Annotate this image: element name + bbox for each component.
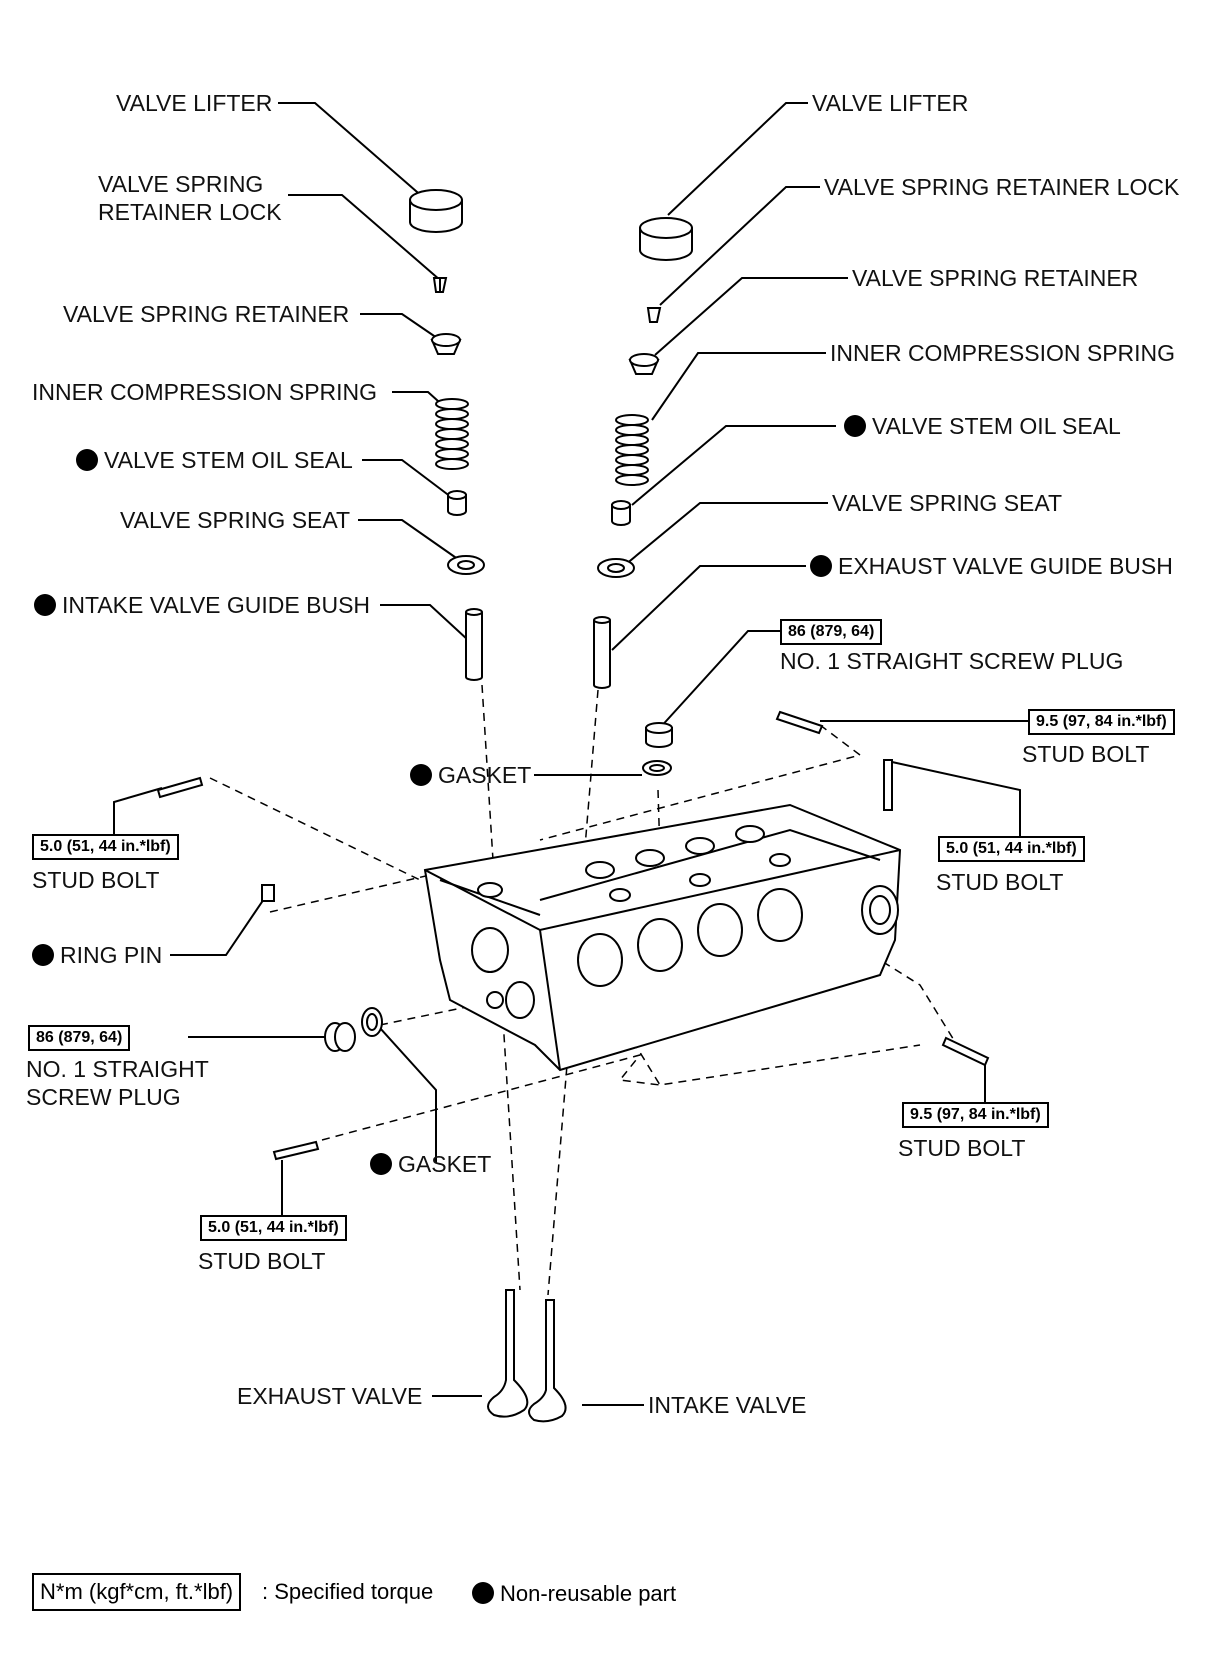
torque-stud-top-right: 9.5 (97, 84 in.*lbf)	[1028, 709, 1175, 735]
label-gasket-top: GASKET	[410, 761, 531, 789]
leader-spring-retainer-l	[360, 313, 441, 341]
label-stud-bottom-right: STUD BOLT	[898, 1135, 1026, 1161]
leader-spring-seat-r	[624, 502, 828, 566]
valve-lifter-right	[639, 217, 693, 261]
legend-torque-box: N*m (kgf*cm, ft.*lbf)	[32, 1573, 242, 1611]
stud-bolt-right	[883, 759, 893, 811]
leader-gasket-bottom	[379, 1027, 437, 1163]
leader-stud-left	[113, 787, 163, 834]
label-stem-seal-right: VALVE STEM OIL SEAL	[844, 412, 1121, 440]
dash-ring-pin	[269, 874, 431, 913]
exhaust-guide-bush	[593, 616, 611, 689]
gasket-left	[361, 1007, 383, 1037]
leader-valve-lifter-l	[278, 102, 433, 206]
label-inner-spring-right: INNER COMPRESSION SPRING	[830, 340, 1176, 366]
dash-stud-bottom-left	[321, 1053, 661, 1141]
leader-plug-top	[657, 630, 780, 731]
spring-retainer-left	[430, 333, 462, 355]
torque-stud-bottom-left: 5.0 (51, 44 in.*lbf)	[200, 1215, 347, 1241]
non-reusable-dot	[32, 944, 54, 966]
label-spring-seat-left: VALVE SPRING SEAT	[120, 507, 351, 533]
torque-stud-bottom-right: 9.5 (97, 84 in.*lbf)	[902, 1102, 1049, 1128]
leader-ring-pin	[170, 892, 269, 956]
non-reusable-dot	[34, 594, 56, 616]
spring-seat-right	[597, 558, 635, 578]
inner-spring-right	[615, 414, 649, 486]
torque-plug-left: 86 (879, 64)	[28, 1025, 131, 1051]
label-retainer-lock-left-2: RETAINER LOCK	[98, 199, 282, 225]
leader-stem-seal-l	[362, 459, 456, 501]
spring-seat-left	[447, 555, 485, 575]
leader-retainer-lock-r	[659, 186, 820, 306]
non-reusable-dot	[844, 415, 866, 437]
spring-retainer-right	[628, 353, 660, 375]
torque-stud-right: 5.0 (51, 44 in.*lbf)	[938, 836, 1085, 862]
leader-spring-retainer-r	[654, 277, 848, 356]
stud-bolt-top-right	[775, 710, 824, 735]
label-stem-seal-left: VALVE STEM OIL SEAL	[76, 446, 353, 474]
leader-inner-spring-r	[651, 352, 826, 421]
valve-lifter-left	[409, 189, 463, 233]
leader-stem-seal-r	[631, 425, 836, 506]
label-intake-valve: INTAKE VALVE	[648, 1392, 807, 1418]
label-intake-bush: INTAKE VALVE GUIDE BUSH	[34, 591, 370, 619]
leader-intake-bush	[380, 604, 469, 641]
leader-retainer-lock-l	[288, 194, 441, 281]
stem-seal-left	[447, 490, 467, 516]
ring-pin	[261, 884, 275, 902]
label-plug-left-1: NO. 1 STRAIGHT	[26, 1056, 209, 1082]
label-spring-seat-right: VALVE SPRING SEAT	[832, 490, 1063, 516]
torque-plug-top: 86 (879, 64)	[780, 619, 883, 645]
exhaust-valve	[487, 1289, 529, 1418]
label-inner-spring-left: INNER COMPRESSION SPRING	[32, 379, 378, 405]
retainer-lock-left	[432, 277, 448, 293]
label-stud-bottom-left: STUD BOLT	[198, 1248, 326, 1274]
leader-exhaust-bush	[611, 565, 806, 651]
dash-intake-valve-axis	[481, 684, 521, 1291]
non-reusable-dot	[472, 1582, 494, 1604]
leader-stud-right	[891, 761, 1021, 836]
intake-valve	[528, 1299, 567, 1423]
legend-torque-text: : Specified torque	[262, 1579, 434, 1604]
torque-stud-left: 5.0 (51, 44 in.*lbf)	[32, 834, 179, 860]
inner-spring-left	[435, 398, 469, 470]
label-stud-right: STUD BOLT	[936, 869, 1064, 895]
intake-guide-bush	[465, 608, 483, 681]
legend-nonreusable: Non-reusable part	[472, 1577, 676, 1611]
stud-bolt-bottom-right	[941, 1036, 990, 1067]
cylinder-head	[423, 803, 902, 1072]
non-reusable-dot	[370, 1153, 392, 1175]
dash-stud-top-right	[539, 724, 862, 841]
label-retainer-lock-left-1: VALVE SPRING	[98, 171, 264, 197]
gasket-top	[642, 760, 672, 776]
label-exhaust-valve: EXHAUST VALVE	[237, 1383, 423, 1409]
label-gasket-bottom: GASKET	[370, 1150, 491, 1178]
dash-plug-top	[657, 789, 663, 921]
label-plug-top: NO. 1 STRAIGHT SCREW PLUG	[780, 648, 1124, 674]
label-spring-retainer-left: VALVE SPRING RETAINER	[63, 301, 350, 327]
leader-spring-seat-l	[358, 519, 463, 563]
label-ring-pin: RING PIN	[32, 941, 162, 969]
dash-stud-left	[209, 777, 421, 881]
label-retainer-lock-right: VALVE SPRING RETAINER LOCK	[824, 174, 1180, 200]
non-reusable-dot	[810, 555, 832, 577]
label-valve-lifter-right: VALVE LIFTER	[812, 90, 969, 116]
retainer-lock-right	[646, 307, 662, 323]
non-reusable-dot	[410, 764, 432, 786]
label-stud-left: STUD BOLT	[32, 867, 160, 893]
dash-exhaust-valve-axis	[547, 689, 599, 1296]
label-exhaust-bush: EXHAUST VALVE GUIDE BUSH	[810, 552, 1173, 580]
stud-bolt-bottom-left	[272, 1140, 320, 1161]
label-stud-top-right: STUD BOLT	[1022, 741, 1150, 767]
stem-seal-right	[611, 500, 631, 526]
screw-plug-left	[324, 1022, 356, 1052]
label-valve-lifter-left: VALVE LIFTER	[116, 90, 273, 116]
stud-bolt-left	[156, 776, 204, 799]
non-reusable-dot	[76, 449, 98, 471]
label-plug-left-2: SCREW PLUG	[26, 1084, 181, 1110]
leader-valve-lifter-r	[667, 102, 808, 216]
label-spring-retainer-right: VALVE SPRING RETAINER	[852, 265, 1139, 291]
screw-plug-top	[645, 722, 673, 748]
